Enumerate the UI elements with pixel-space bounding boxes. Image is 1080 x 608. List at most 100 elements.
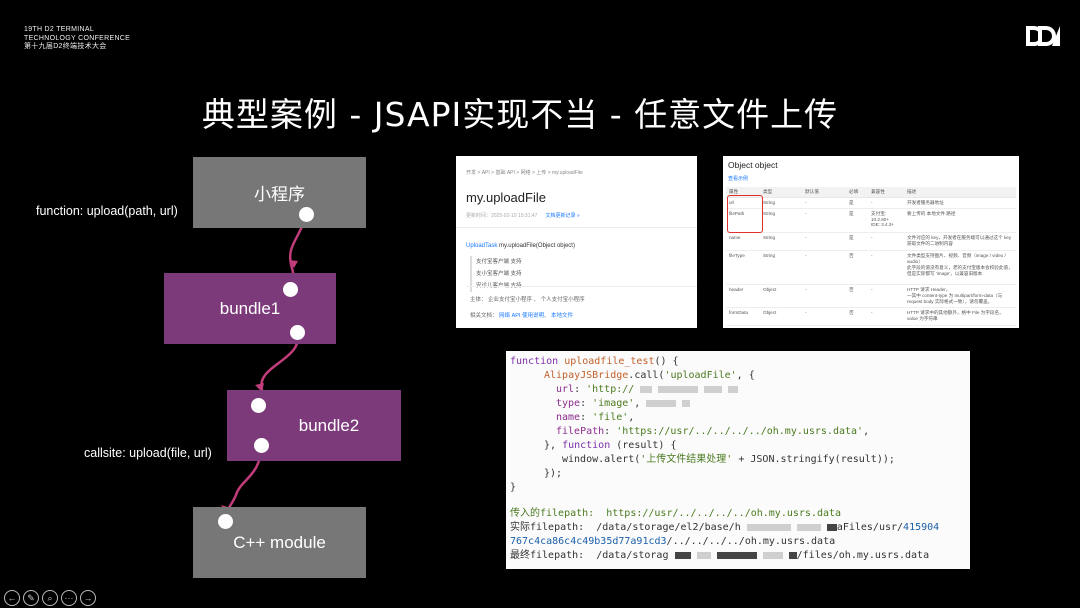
presentation-toolbar: ← ✎ ⌕ ··· → [4, 590, 96, 606]
conference-line-1: 19TH D2 TERMINAL [24, 26, 95, 33]
conference-label: 19TH D2 TERMINAL TECHNOLOGY CONFERENCE 第… [24, 26, 130, 52]
table-row: url String - 是 - 开发者服务器地址 [726, 197, 1016, 209]
cell: - [802, 284, 846, 308]
cell: 要上传的 本地文件 路径 [904, 208, 1016, 233]
bundle1-box: bundle1 [164, 273, 336, 344]
cell: header [726, 284, 760, 308]
cell: - [802, 307, 846, 326]
more-icon[interactable]: ··· [61, 590, 77, 606]
doc-subject: 主体： 企业支付宝小程序 、 个人支付宝小程序 [470, 297, 585, 303]
output-passed-filepath: 传入的filepath: https://usr/../../../../oh.… [510, 508, 842, 519]
related-link[interactable]: 本地文件 [551, 313, 574, 319]
conference-line-2: TECHNOLOGY CONFERENCE [24, 34, 131, 42]
cell: name [726, 232, 760, 251]
cell: 文件对应的 key，开发者在服务端可以通过这个 key 获取文件的二进制内容 [904, 232, 1016, 251]
cell: url [726, 197, 760, 209]
cell: - [802, 232, 846, 251]
doc-history-link[interactable]: 文档更新记录 » [545, 213, 580, 219]
code-line: function uploadfile_test() { [510, 356, 679, 367]
cell: 否 [846, 284, 868, 308]
cell: Object [760, 284, 802, 308]
cell: - [802, 250, 846, 285]
cell: - [868, 307, 904, 326]
conference-line-3: 第十九届D2终端技术大会 [24, 43, 107, 50]
cpp-module-label: C++ module [233, 532, 326, 552]
slide-title: 典型案例 - JSAPI实现不当 - 任意文件上传 [201, 95, 839, 134]
table-row: name String - 是 - 文件对应的 key，开发者在服务端可以通过这… [726, 232, 1016, 251]
table-row: formData Object - 否 - HTTP 请求中的其他额外，格中 F… [726, 307, 1016, 326]
code-line: type: 'image', [556, 397, 691, 411]
doc-signature: UploadTask my.uploadFile(Object object) [466, 243, 575, 249]
doc-related: 相关文档： 网络 API 使用说明、 本地文件 [470, 313, 574, 319]
object-params-screenshot: Object object 查看示例 属性 类型 默认值 必填 兼容性 描述 u… [723, 156, 1019, 328]
related-link[interactable]: 网络 API 使用说明 [499, 313, 544, 319]
related-label: 相关文档： [470, 313, 498, 319]
cell: 是 [846, 232, 868, 251]
code-line: } [510, 482, 517, 493]
zoom-icon[interactable]: ⌕ [42, 590, 58, 606]
cell: 是 [846, 197, 868, 209]
cell: 否 [846, 250, 868, 285]
cell: 否 [846, 307, 868, 326]
doc-breadcrumb: 开发 > API > 基础 API > 网络 > 上传 > my.uploadF… [466, 170, 583, 176]
label-function: function: upload(path, url) [36, 204, 178, 218]
cell: - [868, 250, 904, 285]
code-screenshot: function uploadfile_test() { AlipayJSBri… [506, 351, 970, 569]
support-item: 支小宝客户端 支持 [476, 271, 522, 277]
cell: String [760, 250, 802, 285]
code-line: AlipayJSBridge.call('uploadFile', { [544, 370, 755, 381]
d2-logo [1026, 26, 1060, 46]
table-row: fileType String - 否 - 文件类型支持图片、视频、音频（ima… [726, 250, 1016, 285]
support-item: 支付宝客户端 支持 [476, 259, 522, 265]
bundle1-label: bundle1 [219, 298, 281, 318]
signature-text: my.uploadFile(Object object) [497, 243, 575, 249]
cell: 支付宝: 10.2.80+ IDE: 3.4.3+ [868, 208, 904, 233]
flow-node-5 [254, 438, 269, 453]
miniprogram-box: 小程序 [193, 157, 366, 228]
miniprogram-label: 小程序 [254, 185, 305, 204]
cell: String [760, 197, 802, 209]
cell: - [868, 197, 904, 209]
output-actual-filepath: 实际filepath: /data/storage/el2/base/h aFi… [510, 522, 940, 533]
cell: Object [760, 307, 802, 326]
cell: HTTP 请求中的其他额外，格中 File 为字段名，value 为字符串 [904, 307, 1016, 326]
params-header: 描述 [904, 187, 1016, 198]
params-header: 类型 [760, 187, 802, 198]
cell: String [760, 208, 802, 233]
cell: fileType [726, 250, 760, 285]
params-header-row: 属性 类型 默认值 必填 兼容性 描述 [726, 187, 1016, 198]
params-header: 属性 [726, 187, 760, 198]
doc-heading: my.uploadFile [466, 190, 546, 205]
cell: - [868, 284, 904, 308]
cell: filePath [726, 208, 760, 233]
output-actual-filepath-cont: 767c4ca86c4c49b35d77a91cd3/../../../../o… [510, 536, 836, 547]
code-line: name: 'file', [556, 412, 635, 423]
params-header: 必填 [846, 187, 868, 198]
next-icon[interactable]: → [80, 590, 96, 606]
uploadfile-doc-screenshot: 开发 > API > 基础 API > 网络 > 上传 > my.uploadF… [456, 156, 697, 328]
cell: HTTP 请求 Header， 一其中 content-type 为 multi… [904, 284, 1016, 308]
bundle2-label: bundle2 [298, 415, 360, 435]
flow-node-2 [283, 282, 298, 297]
code-line: filePath: 'https://usr/../../../../oh.my… [556, 426, 870, 437]
cell: - [868, 232, 904, 251]
cell: 文件类型支持图片、视频、音频（image / video / audio） 此字… [904, 250, 1016, 285]
params-header: 兼容性 [868, 187, 904, 198]
code-line: }); [544, 468, 563, 479]
arrow-1 [289, 260, 298, 268]
doc-updated: 更新时间：2025-02-10 10:31:47 [466, 213, 538, 219]
cell: - [802, 208, 846, 233]
flow-node-1 [299, 207, 314, 222]
output-final-filepath: 最终filepath: /data/storag /files/oh.my.us… [510, 550, 930, 561]
uploadtask-link[interactable]: UploadTask [466, 243, 498, 249]
params-example-link[interactable]: 查看示例 [728, 176, 749, 182]
pen-icon[interactable]: ✎ [23, 590, 39, 606]
prev-icon[interactable]: ← [4, 590, 20, 606]
cell: String [760, 232, 802, 251]
code-line: window.alert('上传文件结果处理' + JSON.stringify… [562, 454, 895, 465]
table-row: filePath String - 是 支付宝: 10.2.80+ IDE: 3… [726, 208, 1016, 233]
params-heading: Object object [728, 160, 778, 170]
table-row: header Object - 否 - HTTP 请求 Header， 一其中 … [726, 284, 1016, 308]
code-line: }, function (result) { [544, 440, 677, 451]
label-callsite: callsite: upload(file, url) [84, 446, 212, 460]
